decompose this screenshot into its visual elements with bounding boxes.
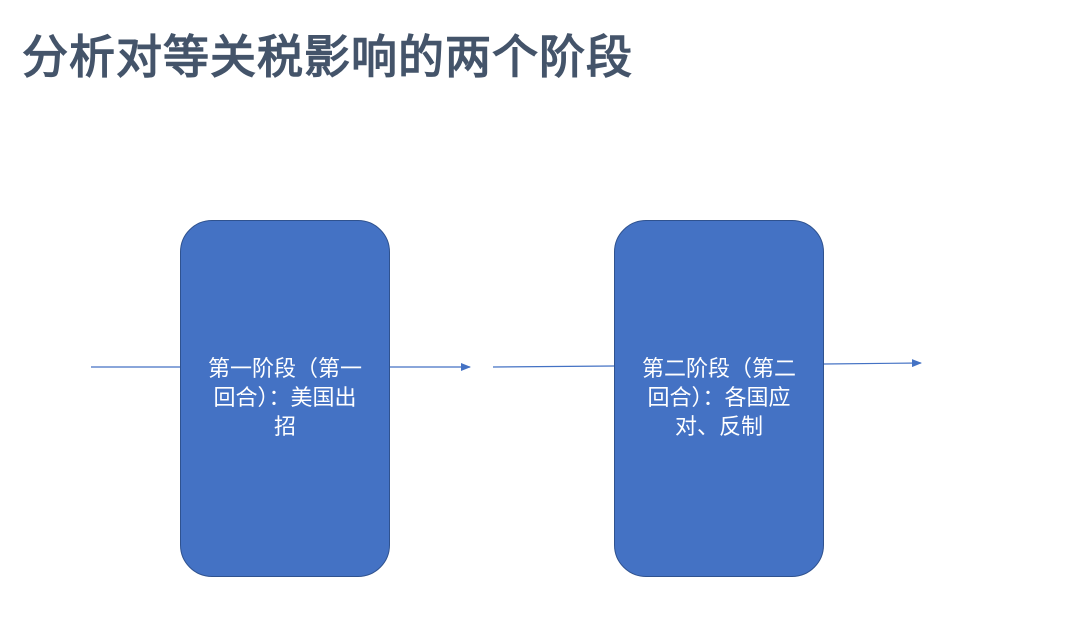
arrow-stage-2-out (823, 359, 922, 368)
arrow-into-stage-2 (492, 365, 615, 368)
stage-2-box: 第二阶段（第二回合）：各国应对、反制 (614, 220, 824, 577)
slide-title: 分析对等关税影响的两个阶段 (22, 30, 633, 84)
stage-2-text: 第二阶段（第二回合）：各国应对、反制 (641, 357, 796, 440)
stage-1-text: 第一阶段（第一回合）：美国出招 (207, 357, 362, 440)
stage-1-box: 第一阶段（第一回合）：美国出招 (180, 220, 390, 577)
